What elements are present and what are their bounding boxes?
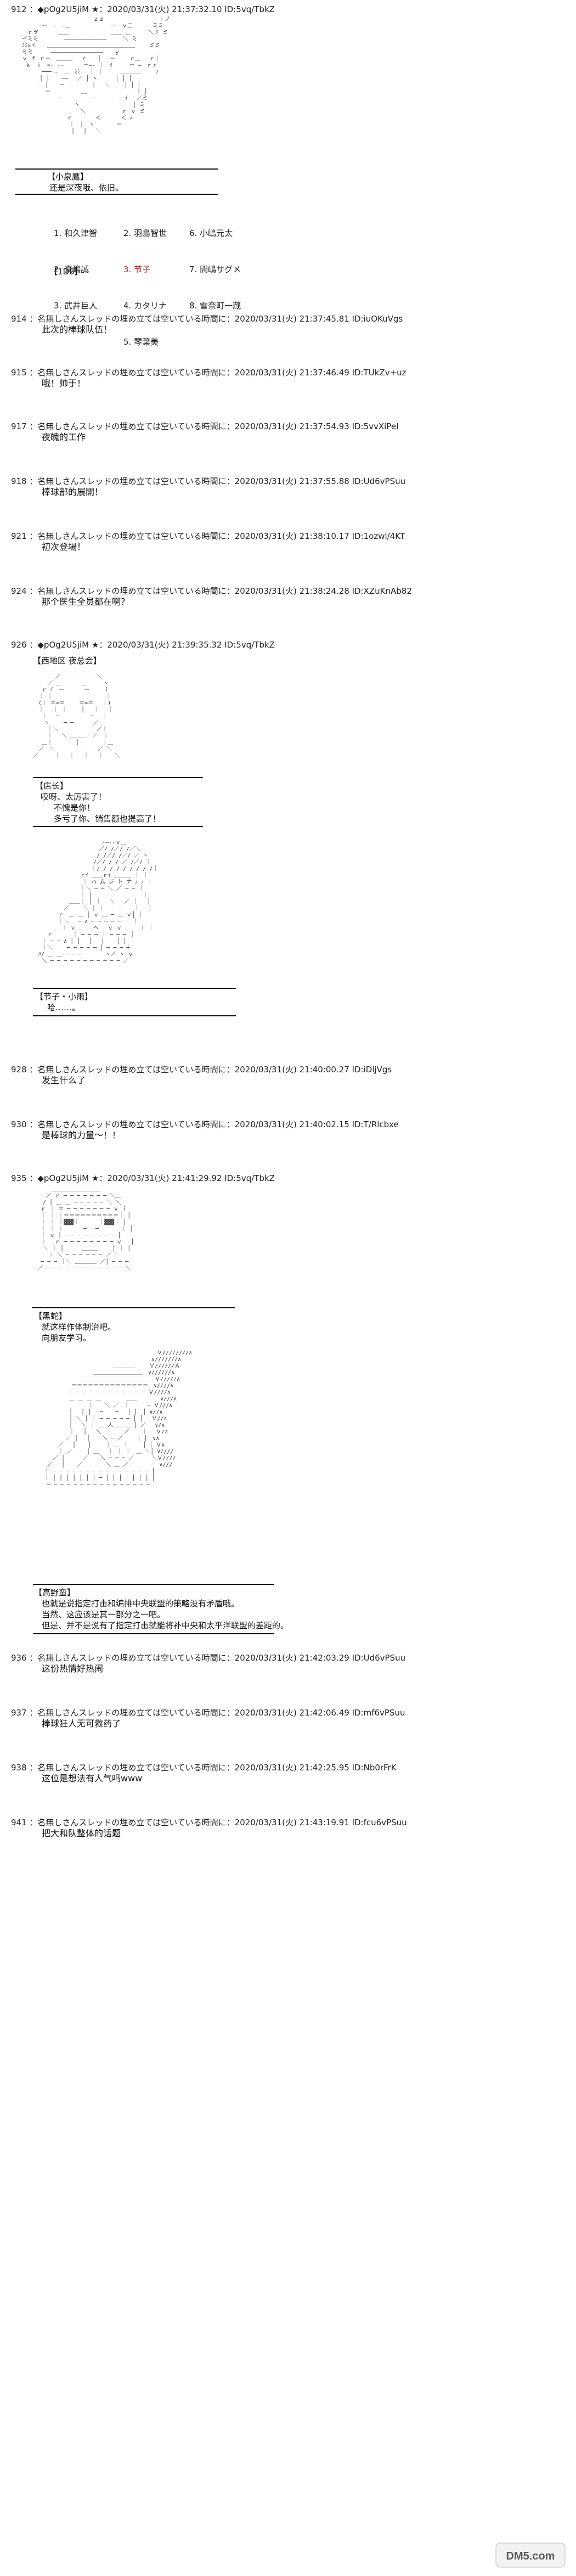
ascii-art-figure: -―‐‐ｖ＿ ／/ /／/ /／＼ / /／/ /／/ ／ ヽ /／/ / / … xyxy=(38,840,159,964)
list-item: 2. 羽島智世 xyxy=(123,228,167,238)
post-header: 924 ：名無しさんスレッドの埋め立ては空いている時間に：2020/03/31(… xyxy=(11,586,412,596)
post-body: 那个医生全员都在啊？ xyxy=(42,597,130,607)
list-item: 3. 武井巨人 xyxy=(54,301,98,311)
post-header: 914 ：名無しさんスレッドの埋め立ては空いている時間に：2020/03/31(… xyxy=(11,314,403,324)
dialogue-line: 不愧是你！ xyxy=(54,803,95,813)
post-header: 926 ：◆pOg2U5jiM ★：2020/03/31(火) 21:39:35… xyxy=(11,640,275,650)
speaker-label: 【节子・小雨】 xyxy=(35,992,93,1002)
svg-text:DM5.com: DM5.com xyxy=(506,2550,555,2562)
post-body: 此次的棒球队伍！ xyxy=(42,324,112,335)
post-header: 938 ：名無しさんスレッドの埋め立ては空いている時間に：2020/03/31(… xyxy=(11,1763,397,1773)
divider xyxy=(33,1584,274,1585)
post-body: 哦！帅于！ xyxy=(42,378,86,389)
candidate-list-2: 2. 羽島智世 3. 节子 4. カタリナ 5. 琴葉美 xyxy=(123,203,167,372)
dialogue-line: 向朋友学习。 xyxy=(42,1333,92,1343)
post-header: 937 ：名無しさんスレッドの埋め立ては空いている時間に：2020/03/31(… xyxy=(11,1708,405,1718)
dialogue-line: 就这样作体制治吧。 xyxy=(42,1322,116,1332)
post-body: 这位是想法有人气吗www xyxy=(42,1773,143,1784)
post-body: 夜魄的工作 xyxy=(42,432,86,442)
divider xyxy=(33,826,203,827)
list-item: 5. 琴葉美 xyxy=(123,337,159,347)
divider xyxy=(32,1307,235,1308)
post-body: 棒球部的展開！ xyxy=(42,487,104,497)
post-body: 把大和队整体的话题 xyxy=(42,1828,121,1838)
post-body: 这份热情好热闹 xyxy=(42,1663,104,1674)
dialogue-line: 多亏了你、销售额也提高了！ xyxy=(54,814,161,824)
candidate-list-1: 1. 和久津智 2. 真嶋誠 3. 武井巨人 xyxy=(54,203,97,336)
divider xyxy=(33,988,236,989)
divider xyxy=(33,1633,274,1634)
post-body: 初次登場！ xyxy=(42,542,86,552)
site-watermark-logo: DM5.com xyxy=(495,2543,566,2568)
ascii-art-figure: ＿＿＿＿＿＿＿＿＿ ／ ｒ ─ ─ ─ ─ ─ ─ ─ ＼＿ / │ ＿ ＿ ─… xyxy=(37,1186,134,1272)
list-item: 2. 真嶋誠 xyxy=(54,265,89,274)
post-body: 是棒球的力量～！！ xyxy=(42,1130,121,1140)
divider xyxy=(15,194,218,195)
speaker-label: 【小泉鷹】 xyxy=(47,172,89,182)
dialogue-line: 也就是说指定打击和编排中央联盟的策略没有矛盾哦。 xyxy=(42,1599,240,1608)
post-body: 发生什么了 xyxy=(42,1075,86,1085)
speaker-label: 【高野蛮】 xyxy=(34,1588,76,1598)
post-header: 915 ：名無しさんスレッドの埋め立ては空いている時間に：2020/03/31(… xyxy=(11,368,406,378)
dialogue-line: 还是深夜哦、依旧。 xyxy=(49,183,124,193)
post-header: 935 ：◆pOg2U5jiM ★：2020/03/31(火) 21:41:29… xyxy=(11,1173,275,1183)
list-item: 4. カタリナ xyxy=(123,301,167,311)
ascii-art-figure: Ｖ////////∧ ∨///////∧ ＿＿＿＿ Ｖ//////Ａ ＿＿＿＿＿… xyxy=(43,1350,193,1488)
dialogue-line: 但是、并不是说有了指定打击就能将补中央和太平洋联盟的差距的。 xyxy=(42,1621,289,1630)
dialogue-line: 哎呀、太厉害了！ xyxy=(41,792,107,802)
speaker-label: 【店长】 xyxy=(35,781,69,791)
divider xyxy=(33,777,203,778)
post-header: 917 ：名無しさんスレッドの埋め立ては空いている時間に：2020/03/31(… xyxy=(11,421,399,431)
list-item: 1. 和久津智 xyxy=(54,228,98,238)
post-body: 棒球狂人无可救药了 xyxy=(42,1718,121,1729)
ascii-art-figure: ＿＿＿＿＿＿ ／ ＼ ／ ＿ ＿ ヽ ｒ ｲ ー ー ｉ ｜ ｜ ｜ (｜ ＝=… xyxy=(33,667,120,759)
post-header: 930 ：名無しさんスレッドの埋め立ては空いている時間に：2020/03/31(… xyxy=(11,1120,399,1129)
post-header: 936 ：名無しさんスレッドの埋め立ては空いている時間に：2020/03/31(… xyxy=(11,1653,406,1663)
location-label: 【西地区 夜总会】 xyxy=(33,656,101,666)
dialogue-line: 哈……。 xyxy=(47,1003,81,1013)
post-header: 912 ：◆pOg2U5jiM ★：2020/03/31(火) 21:37:32… xyxy=(11,4,275,14)
dialogue-line: 当然、这应该是其一部分之一吧。 xyxy=(42,1610,166,1619)
ascii-art-figure: ｚｚ ｜ノ -ー ― ―＿ ―‐ ｖ二 ミミ ｒヲ ＿＿ ＿＿ ＿ ＼ゞ ミ イ… xyxy=(21,16,170,134)
list-item: 6. 小嶋元太 xyxy=(189,228,233,238)
candidate-list-3: 6. 小嶋元太 7. 間嶋サグメ 8. 雪奈町一蔵 xyxy=(189,203,241,336)
list-item: 7. 間嶋サグメ xyxy=(189,265,241,274)
post-header: 918 ：名無しさんスレッドの埋め立ては空いている時間に：2020/03/31(… xyxy=(11,476,406,486)
speaker-label: 【黑蛇】 xyxy=(34,1311,67,1321)
divider xyxy=(15,168,218,170)
post-header: 941 ：名無しさんスレッドの埋め立ては空いている時間に：2020/03/31(… xyxy=(11,1818,407,1827)
dice-tag: 【1D8】 xyxy=(49,267,83,277)
list-item-highlight: 3. 节子 xyxy=(123,265,151,274)
post-header: 921 ：名無しさんスレッドの埋め立ては空いている時間に：2020/03/31(… xyxy=(11,531,405,541)
list-item: 8. 雪奈町一蔵 xyxy=(189,301,241,311)
divider xyxy=(33,1015,236,1016)
post-header: 928 ：名無しさんスレッドの埋め立ては空いている時間に：2020/03/31(… xyxy=(11,1065,392,1075)
